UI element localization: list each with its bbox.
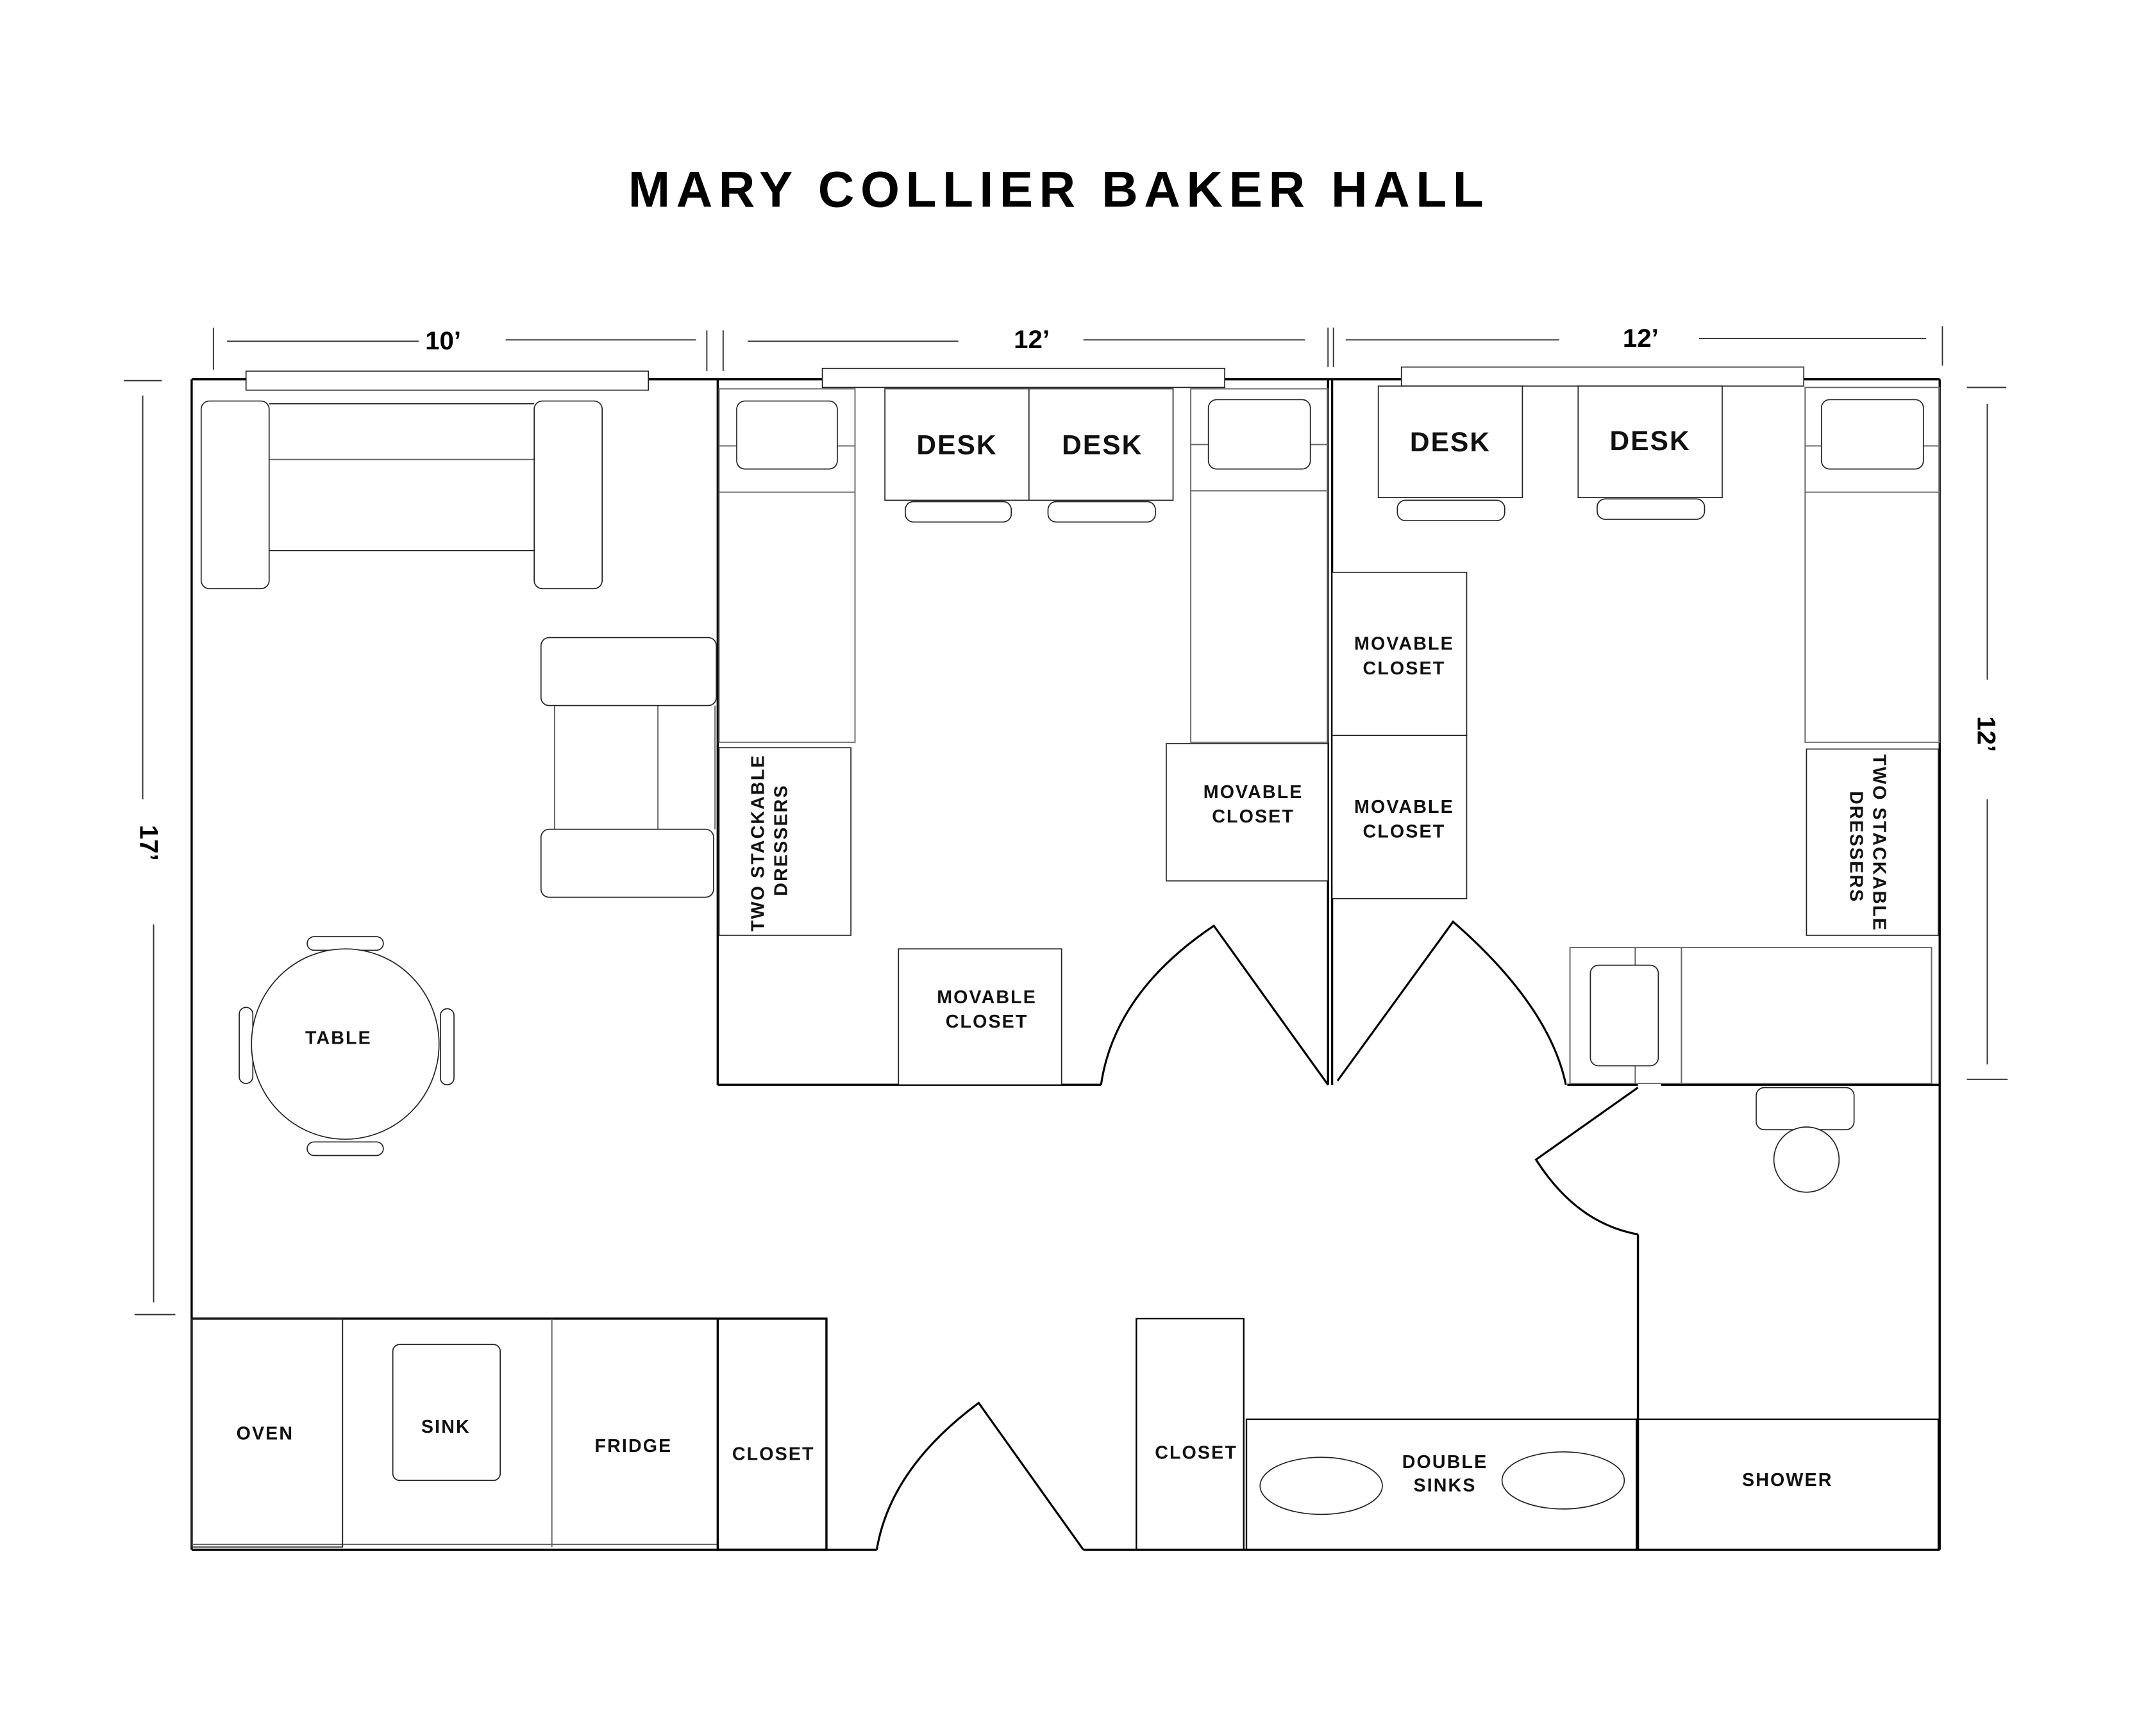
entry-door[interactable] (875, 1401, 1084, 1551)
stackable-dressers: TWO STACKABLE DRESSERS (718, 747, 851, 936)
svg-text:DOUBLE: DOUBLE (1402, 1452, 1488, 1473)
chair (440, 1008, 455, 1086)
svg-text:DESK: DESK (1610, 426, 1691, 456)
shower (1636, 1418, 1940, 1551)
sofa (200, 400, 603, 590)
toilet-bowl (1773, 1126, 1840, 1193)
kitchen-sink-basin (392, 1344, 501, 1481)
bedroom-1: DESK DESK TWO STACKABLE DRESSERS MOVABLE… (718, 388, 1329, 1086)
svg-text:MOVABLE: MOVABLE (1203, 782, 1304, 803)
oven (191, 1318, 344, 1548)
desk-chair (1597, 498, 1706, 520)
dimension-label-10ft: 10’ (425, 326, 461, 355)
movable-closet: MOVABLE CLOSET (898, 948, 1062, 1086)
svg-text:DESK: DESK (1062, 430, 1143, 460)
stackable-dressers: TWO STACKABLE DRESSERS (1806, 748, 1939, 936)
armchair (540, 637, 717, 898)
svg-text:MOVABLE: MOVABLE (1354, 797, 1454, 817)
dimension-label-17ft: 17’ (134, 825, 163, 861)
svg-text:DRESSERS: DRESSERS (771, 784, 791, 896)
sink-label: SINK (421, 1417, 471, 1437)
svg-text:CLOSET: CLOSET (1212, 806, 1295, 827)
bathroom-door[interactable] (1534, 1087, 1639, 1236)
bed (1804, 387, 1941, 743)
kitchen-counter: OVEN SINK FRIDGE (191, 1317, 718, 1548)
sink-basin (1501, 1451, 1625, 1510)
dimension-left: 17’ (123, 380, 176, 1315)
svg-text:TWO STACKABLE: TWO STACKABLE (748, 754, 768, 931)
bathroom: SHOWER (1534, 1087, 1940, 1551)
shower-label: SHOWER (1742, 1470, 1832, 1490)
pillow (1207, 399, 1311, 470)
dimension-label-12ft-right: 12’ (1623, 324, 1659, 353)
movable-closet: MOVABLE CLOSET (1331, 735, 1468, 899)
desk-chair (1047, 501, 1156, 523)
movable-closet: MOVABLE CLOSET (1331, 571, 1468, 737)
desk: DESK (1577, 385, 1723, 520)
dining-table: TABLE (239, 936, 455, 1156)
desk: DESK (884, 388, 1030, 523)
chair (306, 1141, 384, 1156)
svg-text:DRESSERS: DRESSERS (1845, 791, 1866, 903)
fridge-label: FRIDGE (595, 1436, 673, 1456)
desk-chair (905, 501, 1012, 523)
dimension-label-12ft-middle: 12’ (1014, 325, 1050, 354)
window-bedroom-1 (821, 367, 1225, 388)
closet-label: CLOSET (1155, 1442, 1237, 1463)
dimension-label-12ft-vertical: 12’ (1972, 716, 2001, 752)
toilet (1756, 1087, 1855, 1193)
svg-text:DESK: DESK (916, 430, 997, 460)
oven-label: OVEN (237, 1424, 294, 1444)
svg-text:MOVABLE: MOVABLE (937, 987, 1037, 1008)
page-title: MARY COLLIER BAKER HALL (628, 161, 1490, 217)
closet-label: CLOSET (732, 1444, 815, 1465)
desk: DESK (1377, 385, 1523, 522)
chair (239, 1006, 254, 1084)
window-bedroom-2 (1400, 366, 1805, 387)
bed (1190, 388, 1329, 743)
svg-text:CLOSET: CLOSET (1363, 821, 1446, 842)
chair (306, 936, 384, 951)
dimension-top-right: 12’ (1332, 324, 1943, 367)
desk-chair (1396, 499, 1505, 522)
bedroom-1-door[interactable] (1100, 924, 1329, 1086)
svg-text:TWO STACKABLE: TWO STACKABLE (1868, 754, 1889, 931)
pillow (736, 400, 838, 470)
closet-left: CLOSET (716, 1317, 828, 1551)
svg-text:CLOSET: CLOSET (946, 1012, 1028, 1032)
pillow (1820, 399, 1924, 470)
table-label: TABLE (305, 1028, 372, 1049)
pillow (1589, 964, 1659, 1067)
sink-basin (1259, 1456, 1383, 1515)
svg-text:MOVABLE: MOVABLE (1354, 634, 1454, 655)
desk: DESK (1028, 388, 1174, 523)
dimension-right: 12’ (1966, 387, 2008, 1080)
dimension-top-left: 10’ (212, 326, 708, 371)
svg-text:CLOSET: CLOSET (1363, 658, 1446, 679)
window-living (245, 371, 650, 391)
bedroom-2-door[interactable] (1336, 920, 1567, 1085)
bed (1569, 947, 1933, 1085)
movable-closet: MOVABLE CLOSET (1166, 743, 1329, 881)
bed (718, 388, 856, 743)
bedroom-2: DESK DESK MOVABLE CLOSET MOVABLE CLOSET (1331, 385, 1941, 1085)
double-sinks: DOUBLE SINKS (1245, 1418, 1638, 1551)
closet-hall: CLOSET (1136, 1317, 1245, 1551)
svg-text:DESK: DESK (1410, 427, 1491, 457)
toilet-tank (1756, 1087, 1855, 1131)
dimension-top-middle: 12’ (722, 325, 1329, 371)
svg-text:SINKS: SINKS (1414, 1475, 1477, 1496)
